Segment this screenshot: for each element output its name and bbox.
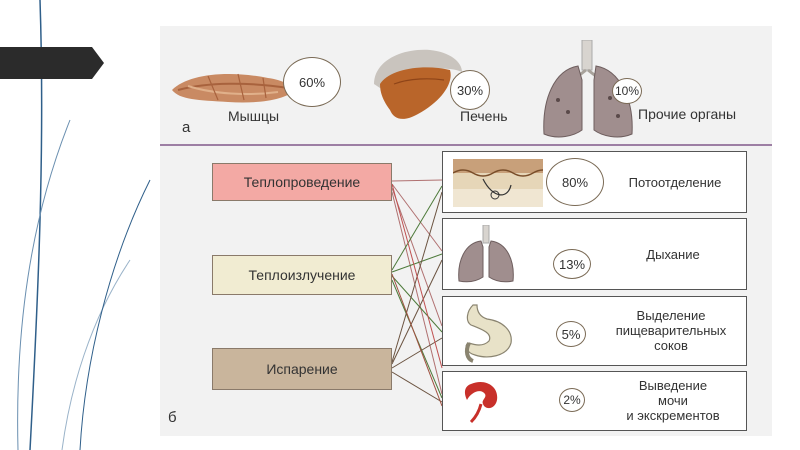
sweating-label-line: Потоотделение (605, 175, 745, 190)
route-excretion: 2% Выведение мочи и экскрементов (442, 371, 747, 431)
digestive-label-line-1: Выделение (593, 308, 749, 323)
excretion-label-line-1: Выведение (593, 378, 753, 393)
excretion-percent: 2% (563, 393, 580, 407)
mechanism-conduction-label: Теплопроведение (244, 174, 360, 190)
digestive-label-line-2: пищеварительных (593, 323, 749, 338)
mechanism-radiation-label: Теплоизлучение (249, 267, 356, 283)
breathing-label: Дыхание (613, 247, 733, 262)
stomach-illustration (457, 301, 519, 363)
slide-decoration (0, 0, 160, 450)
lungs-small-illustration (453, 225, 519, 285)
mechanism-evaporation-label: Испарение (266, 361, 337, 377)
excretion-label-line-3: и экскрементов (593, 408, 753, 423)
breathing-label-line: Дыхание (613, 247, 733, 262)
excretion-percent-circle: 2% (559, 388, 585, 412)
excretion-label-line-2: мочи (593, 393, 753, 408)
digestive-percent-circle: 5% (556, 321, 586, 347)
route-breathing: 13% Дыхание (442, 218, 747, 290)
sweating-percent: 80% (562, 175, 588, 190)
skin-illustration (453, 159, 543, 207)
kidney-illustration (459, 378, 507, 426)
route-sweating: 80% Потоотделение (442, 151, 747, 213)
title-tab-shape (0, 47, 104, 79)
heat-diagram: а 60% Мышцы 30% Печень 10% Прочие органы… (160, 26, 772, 436)
mechanism-evaporation: Испарение (212, 348, 392, 390)
route-digestive: 5% Выделение пищеварительных соков (442, 296, 747, 366)
breathing-percent-circle: 13% (553, 249, 591, 279)
digestive-label-line-3: соков (593, 338, 749, 353)
breathing-percent: 13% (559, 257, 585, 272)
mechanism-radiation: Теплоизлучение (212, 255, 392, 295)
excretion-label: Выведение мочи и экскрементов (593, 378, 753, 423)
sweating-percent-circle: 80% (546, 158, 604, 206)
mechanism-conduction: Теплопроведение (212, 163, 392, 201)
digestive-percent: 5% (562, 327, 581, 342)
digestive-label: Выделение пищеварительных соков (593, 308, 749, 353)
sweating-label: Потоотделение (605, 175, 745, 190)
